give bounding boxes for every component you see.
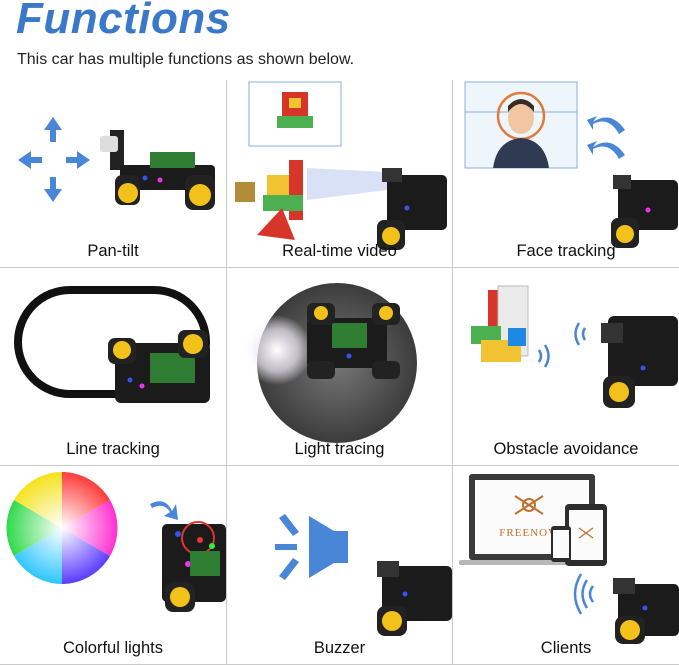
- wireless-signal-icon: [573, 573, 595, 615]
- function-label: Pan-tilt: [87, 242, 139, 260]
- robot-car-icon: [307, 303, 400, 379]
- lego-blocks-icon: [235, 160, 303, 240]
- function-label: Clients: [540, 639, 592, 657]
- light-tracing-illustration: [242, 283, 417, 443]
- pan-tilt-illustration: [18, 117, 215, 210]
- function-cell-clients: FREENOVE Clients: [453, 466, 679, 664]
- robot-car-icon: [162, 521, 226, 612]
- function-label: Real-time video: [282, 242, 397, 260]
- function-label: Colorful lights: [63, 639, 163, 657]
- colorful-lights-illustration: [6, 472, 226, 612]
- grid-divider: [226, 80, 227, 665]
- color-wheel-icon: [6, 472, 118, 584]
- rotate-arrows-icon: [587, 116, 625, 159]
- function-label: Light tracing: [294, 440, 385, 458]
- robot-car-icon: [100, 130, 215, 210]
- robot-car-icon: [611, 175, 678, 248]
- camera-frame-icon: [248, 81, 342, 147]
- line-tracking-illustration: [14, 286, 210, 403]
- clients-illustration: FREENOVE: [459, 474, 679, 644]
- robot-car-icon: [377, 561, 452, 636]
- phone-icon: [551, 526, 571, 562]
- grid-divider: [0, 465, 679, 466]
- grid-divider: [0, 267, 679, 268]
- curved-arrow-icon: [150, 501, 178, 520]
- robot-car-icon: [613, 578, 679, 644]
- tablet-icon: [565, 504, 607, 566]
- function-cell-line-tracking: Line tracking: [0, 268, 226, 465]
- sound-waves-icon: [275, 514, 299, 580]
- robot-car-icon: [108, 330, 210, 403]
- functions-grid: Pan-tilt: [0, 80, 679, 665]
- function-label: Obstacle avoidance: [493, 440, 639, 458]
- robot-car-icon: [601, 316, 678, 465]
- function-label: Buzzer: [313, 639, 366, 657]
- face-tracking-illustration: [464, 81, 678, 248]
- lego-obstacle-icon: [471, 285, 529, 362]
- function-label: Face tracking: [516, 242, 616, 260]
- robot-car-icon: [377, 168, 447, 250]
- function-cell-buzzer: Buzzer: [227, 466, 452, 664]
- page-subtitle: This car has multiple functions as shown…: [17, 51, 355, 68]
- function-cell-colorful-lights: Colorful lights: [0, 466, 226, 664]
- function-label: Line tracking: [66, 440, 160, 458]
- function-cell-face-tracking: Face tracking: [453, 80, 679, 267]
- light-source-icon: [242, 315, 312, 385]
- function-cell-light-tracing: Light tracing: [227, 268, 452, 465]
- speaker-icon: [309, 516, 348, 578]
- camera-beam-icon: [307, 168, 387, 200]
- freenove-logo-icon: [514, 495, 544, 515]
- page-title: Functions: [16, 0, 231, 43]
- ultrasonic-waves-icon: [537, 322, 587, 368]
- function-cell-obstacle-avoidance: Obstacle avoidance: [453, 268, 679, 465]
- function-cell-pan-tilt: Pan-tilt: [0, 80, 226, 267]
- real-time-video-illustration: [235, 81, 447, 250]
- buzzer-illustration: [275, 514, 452, 636]
- function-cell-real-time-video: Real-time video: [227, 80, 452, 267]
- obstacle-avoidance-illustration: [471, 285, 678, 465]
- direction-arrows-icon: [18, 117, 90, 202]
- freenove-logo-text: FREENOVE: [499, 527, 564, 539]
- grid-divider: [452, 80, 453, 665]
